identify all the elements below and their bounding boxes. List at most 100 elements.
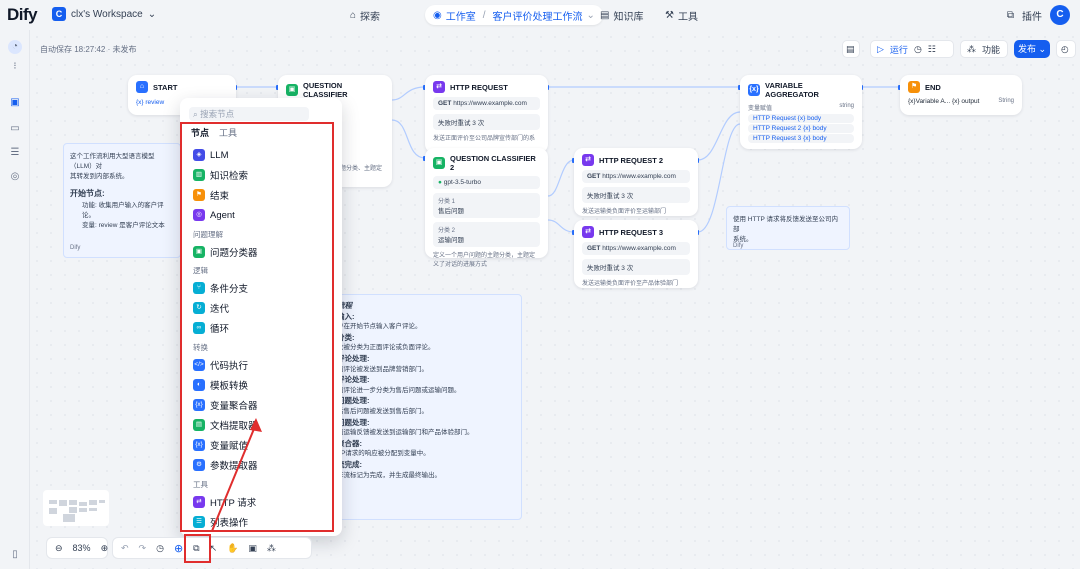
note-center-line: 户在开始节点输入客户评论。 [337, 323, 422, 331]
picker-item-end[interactable]: ⚑结束 [193, 188, 229, 202]
zoom-in-icon[interactable]: ⊕ [100, 542, 109, 553]
picker-item-loop[interactable]: ∞循环 [193, 321, 229, 335]
http2-url: GET https://www.example.com [582, 170, 690, 183]
picker-item-var-aggregator[interactable]: {x}变量聚合器 [193, 398, 258, 412]
node-search-input[interactable]: ⌕ 搜索节点 [189, 107, 309, 121]
dify-logo[interactable]: Dify [7, 5, 38, 24]
agg-item: HTTP Request 3 {x} body [748, 134, 854, 143]
picker-item-var-assigner[interactable]: {x}变量赋值 [193, 438, 248, 452]
chevron-down-icon: ⌄ [586, 9, 595, 21]
qc2-header: ▣QUESTION CLASSIFIER 2 [433, 154, 540, 172]
http-request-3-node[interactable]: ⇄HTTP REQUEST 3 GET https://www.example.… [574, 220, 698, 288]
question-classifier-2-node[interactable]: ▣QUESTION CLASSIFIER 2 ● gpt-3.5-turbo 分… [425, 148, 548, 268]
zoom-out-icon[interactable]: ⊖ [55, 542, 63, 553]
variable-icon: {x} [748, 84, 760, 96]
model-icon: ● [438, 179, 442, 186]
picker-item-label: 参数提取器 [210, 461, 258, 472]
http1-header: ⇄HTTP REQUEST [433, 81, 540, 93]
edge [391, 119, 426, 159]
hand-icon[interactable]: ✋ [227, 542, 239, 553]
picker-item-iteration[interactable]: ↻迭代 [193, 301, 229, 315]
nav-explore[interactable]: ⌂ 探索 [350, 5, 380, 25]
monitor-icon[interactable]: ◎ [10, 171, 20, 182]
note-center-line: 评论处理: [337, 353, 370, 363]
flag-icon: ⚑ [908, 81, 920, 93]
picker-item-classifier[interactable]: ▣问题分类器 [193, 245, 258, 259]
nav-knowledge[interactable]: ▤ 知识库 [600, 5, 643, 25]
add-note-icon[interactable]: ⧉ [193, 542, 200, 553]
version-history-button[interactable]: ◴ [1056, 40, 1076, 58]
picker-item-doc-extractor[interactable]: ▤文档提取器 [193, 418, 258, 432]
picker-item-label: 迭代 [210, 304, 230, 315]
publish-button[interactable]: 发布 ⌄ [1014, 40, 1050, 58]
zoom-level[interactable]: 83% [72, 543, 91, 553]
expand-icon[interactable]: ⁝ [13, 61, 17, 72]
note-center-line: 问题处理: [337, 396, 370, 406]
end-type: String [998, 98, 1014, 104]
workspace-switcher[interactable]: C clx's Workspace ⌄ [52, 7, 156, 21]
picker-item-label: 列表操作 [210, 518, 249, 529]
app-icon[interactable]: ◔ [8, 40, 22, 54]
checklist-icon[interactable]: ☷ [927, 43, 936, 54]
orchestrate-icon[interactable]: ▣ [10, 97, 20, 108]
export-image-icon[interactable]: ▣ [248, 542, 257, 553]
minimap[interactable] [43, 490, 109, 526]
nav-tools[interactable]: ⚒ 工具 [665, 5, 698, 25]
loop-icon: ∞ [193, 322, 205, 334]
picker-item-if-else[interactable]: ⑂条件分支 [193, 281, 248, 295]
nav-separator: / [482, 9, 486, 21]
note-center[interactable]: 流程 输入: 户在开始节点输入客户评论。 分类: 论被分类为正面评论或负面评论。… [330, 294, 522, 520]
picker-item-agent[interactable]: ◎Agent [193, 208, 235, 222]
canvas-toolbar: ↶ ↷ ◷ ⊕ ⧉ ↖ ✋ ▣ ⁂ [112, 537, 312, 559]
note-center-line: 面评论进一步分类为售后问题或运输问题。 [337, 386, 461, 394]
plugin-icon[interactable]: ⧉ [1006, 9, 1014, 21]
http2-url-text: https://www.example.com [602, 173, 676, 180]
header-right: ⧉ 插件 C [1007, 5, 1070, 25]
play-icon[interactable]: ▷ [877, 43, 884, 54]
note-right[interactable]: 使用 HTTP 请求将反馈发送至公司内部 系统。 Dify [726, 206, 850, 250]
note-left-l2: 变量: review 是客户评论文本 [82, 222, 165, 229]
features-button[interactable]: ⁂ 功能 [960, 40, 1008, 58]
note-center-line: 流程 [337, 301, 352, 310]
picker-item-http[interactable]: ⇄HTTP 请求 [193, 495, 256, 509]
api-icon[interactable]: ▭ [10, 123, 20, 134]
env-button[interactable]: ▤ [842, 40, 860, 58]
http-request-2-node[interactable]: ⇄HTTP REQUEST 2 GET https://www.example.… [574, 148, 698, 216]
pointer-icon[interactable]: ↖ [209, 542, 218, 553]
redo-icon[interactable]: ↷ [138, 542, 147, 553]
history-icon[interactable]: ◷ [156, 542, 164, 553]
picker-item-label: 知识检索 [210, 171, 249, 182]
picker-item-code[interactable]: </>代码执行 [193, 358, 248, 372]
undo-icon[interactable]: ↶ [121, 542, 129, 553]
http-request-node[interactable]: ⇄HTTP REQUEST GET https://www.example.co… [425, 75, 548, 153]
picker-item-template[interactable]: ◐模板转换 [193, 378, 248, 392]
robot-icon: ◉ [433, 9, 442, 21]
picker-item-list-op[interactable]: ☰列表操作 [193, 515, 248, 529]
note-left[interactable]: 这个工作流利用大型语言模型（LLM）对 其转发到内部系统。 开始节点: 功能: … [63, 143, 181, 258]
picker-item-llm[interactable]: ◈LLM [193, 148, 228, 162]
organize-icon[interactable]: ⁂ [266, 542, 276, 553]
picker-item-knowledge[interactable]: ▥知识检索 [193, 168, 248, 182]
end-title: END [925, 82, 941, 92]
plugins-link[interactable]: 插件 [1022, 11, 1042, 23]
logs-icon[interactable]: ☰ [10, 147, 20, 158]
tab-tools[interactable]: 工具 [219, 128, 238, 138]
picker-item-param-extractor[interactable]: ⚙参数提取器 [193, 458, 258, 472]
picker-item-label: LLM [210, 149, 229, 161]
agg-item: HTTP Request {x} body [748, 114, 854, 123]
note-center-line: 论被分类为正面评论或负面评论。 [337, 344, 435, 352]
run-button[interactable]: 运行 [889, 44, 908, 55]
tab-nodes[interactable]: 节点 [191, 128, 210, 138]
app-name[interactable]: 客户评价处理工作流 [492, 11, 583, 23]
sidebar-toggle-icon[interactable]: ▯ [12, 549, 18, 560]
nav-studio[interactable]: ◉ 工作室 / 客户评价处理工作流 ⌄ [425, 5, 603, 25]
minimap-graphic [49, 500, 105, 522]
add-node-icon[interactable]: ⊕ [173, 542, 184, 555]
avatar[interactable]: C [1050, 5, 1070, 25]
start-node-header: ⌂START [136, 81, 228, 93]
agg-type: string [839, 103, 854, 109]
history-icon[interactable]: ◷ [913, 43, 922, 54]
